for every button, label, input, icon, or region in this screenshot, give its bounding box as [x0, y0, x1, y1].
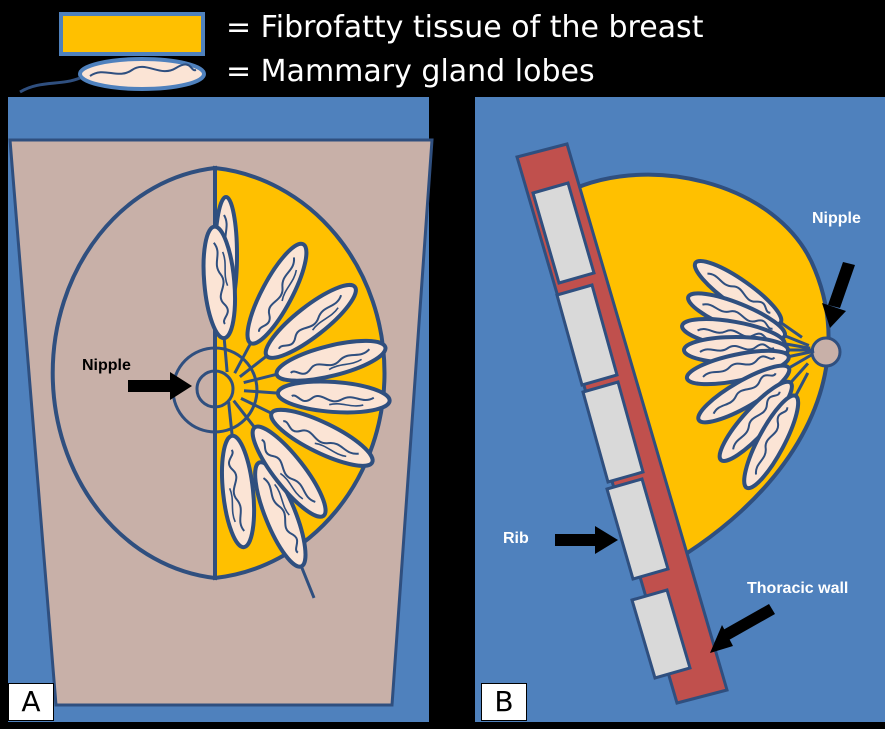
legend-fibrofatty-swatch [61, 14, 203, 54]
panel-a [8, 97, 432, 722]
legend-lobe-swatch [20, 59, 204, 92]
panel-b-label: B [481, 683, 527, 721]
nipple-b [812, 338, 840, 366]
nipple-label-a: Nipple [82, 357, 131, 375]
nipple-label-b: Nipple [812, 210, 861, 228]
rib-label: Rib [503, 530, 529, 548]
panel-b [475, 97, 885, 722]
panel-a-label: A [8, 683, 54, 721]
thoracic-wall-label: Thoracic wall [747, 580, 848, 598]
